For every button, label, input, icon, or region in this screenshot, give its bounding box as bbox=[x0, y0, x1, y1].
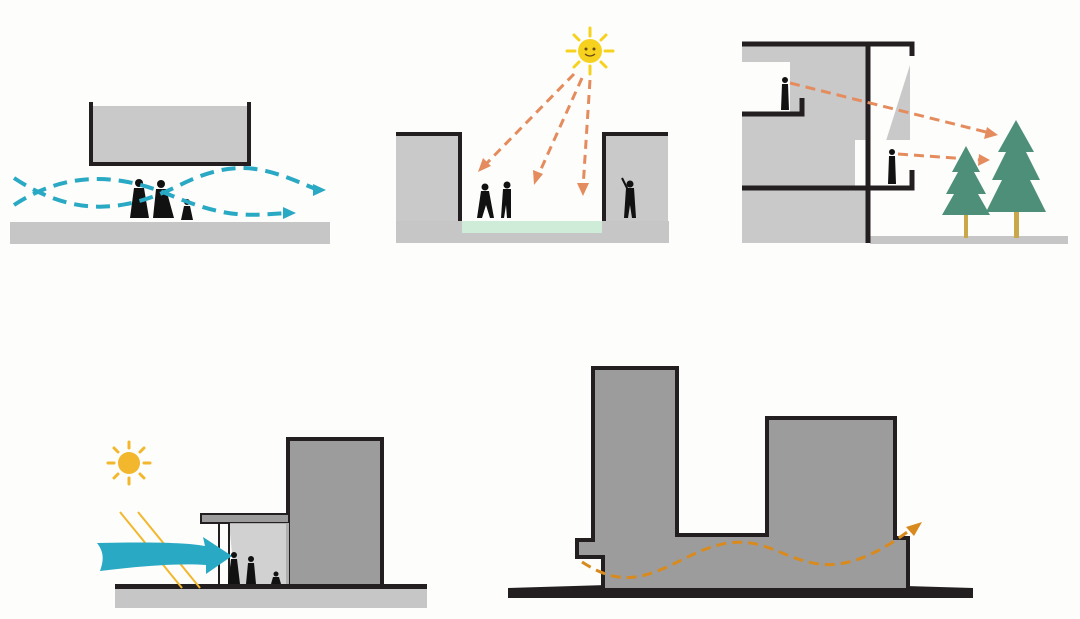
upper-terrace-void bbox=[742, 62, 790, 114]
sightline bbox=[789, 81, 991, 135]
panel-wind-under-raised-volume bbox=[10, 100, 330, 244]
sightline-arrowheads bbox=[978, 127, 998, 166]
person-figure bbox=[888, 149, 896, 184]
sun-ray bbox=[535, 77, 584, 179]
lower-terrace-void bbox=[855, 140, 912, 186]
sun-ray bbox=[482, 72, 576, 168]
courtyard-pool bbox=[462, 221, 602, 233]
sun-icon bbox=[106, 440, 152, 486]
wind-line bbox=[12, 166, 319, 209]
wind-lines bbox=[12, 166, 319, 217]
right-building bbox=[604, 134, 668, 221]
building-outline bbox=[742, 41, 915, 243]
person-figure bbox=[228, 552, 240, 584]
tall-block bbox=[286, 437, 384, 588]
person-figure bbox=[153, 180, 174, 218]
child-figure bbox=[271, 571, 281, 584]
raised-volume bbox=[89, 102, 251, 166]
person-figure bbox=[477, 183, 494, 218]
ground-slab bbox=[10, 222, 330, 244]
sun-ray-arrows bbox=[482, 72, 592, 189]
ground-line bbox=[115, 584, 427, 589]
sun-ray bbox=[581, 79, 592, 189]
wind-line bbox=[12, 176, 289, 217]
ground-slab bbox=[115, 586, 427, 608]
wind-arrowhead bbox=[283, 207, 296, 219]
left-building bbox=[396, 134, 460, 221]
person-figure bbox=[501, 181, 511, 218]
people-group bbox=[477, 177, 636, 218]
right-building-outline bbox=[602, 132, 668, 221]
panel-sunlit-courtyard bbox=[396, 26, 669, 243]
tree-icon bbox=[986, 120, 1046, 238]
panel-canopy-sun-wind bbox=[97, 437, 427, 608]
wind-arrowhead bbox=[313, 184, 326, 196]
section-mass bbox=[575, 366, 910, 592]
people-group bbox=[130, 179, 193, 220]
panel-terrace-views bbox=[742, 41, 1068, 244]
smiling-sun-icon bbox=[565, 26, 615, 76]
airflow-arrowhead bbox=[906, 522, 922, 536]
airflow-line bbox=[581, 528, 911, 580]
person-figure bbox=[781, 77, 789, 110]
person-figure bbox=[621, 177, 636, 218]
canopy-roof bbox=[200, 513, 290, 524]
canopy-shade bbox=[229, 523, 289, 584]
panel-section-airflow bbox=[508, 366, 973, 598]
raised-volume-top-cover bbox=[93, 100, 247, 106]
wind-arrow-icon bbox=[97, 537, 232, 574]
ground-slab bbox=[870, 236, 1068, 244]
people-group bbox=[781, 77, 896, 184]
people-group bbox=[228, 552, 281, 584]
left-building-outline bbox=[396, 132, 462, 221]
person-figure bbox=[246, 556, 256, 584]
tree-icon bbox=[942, 146, 990, 238]
sun-ray-arrowheads bbox=[478, 158, 589, 196]
person-figure bbox=[130, 179, 149, 218]
